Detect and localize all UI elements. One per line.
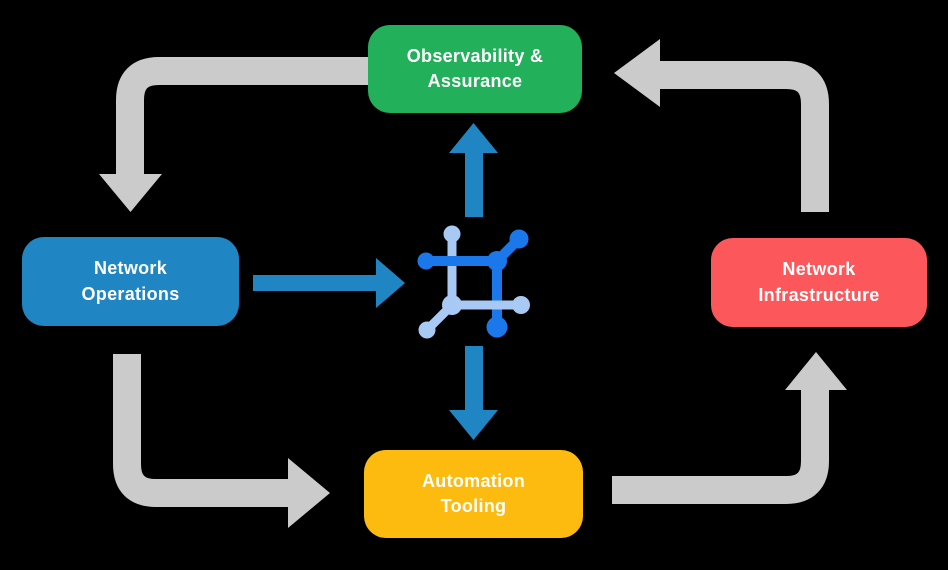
arrow-automation-to-infrastructure	[612, 352, 847, 504]
arrow-operations-to-automation	[113, 354, 330, 528]
arrow-operations-to-center	[253, 258, 405, 308]
node-observability-assurance: Observability & Assurance	[368, 25, 582, 113]
arrow-infrastructure-to-observability	[614, 39, 829, 212]
node-automation-tooling: Automation Tooling	[364, 450, 583, 538]
arrow-center-to-automation	[449, 346, 498, 440]
arrow-center-to-observability	[449, 123, 498, 217]
network-mesh-icon	[417, 225, 530, 339]
arrow-observability-to-operations	[99, 57, 370, 212]
node-network-infrastructure: Network Infrastructure	[711, 238, 927, 327]
node-network-operations: Network Operations	[22, 237, 239, 326]
